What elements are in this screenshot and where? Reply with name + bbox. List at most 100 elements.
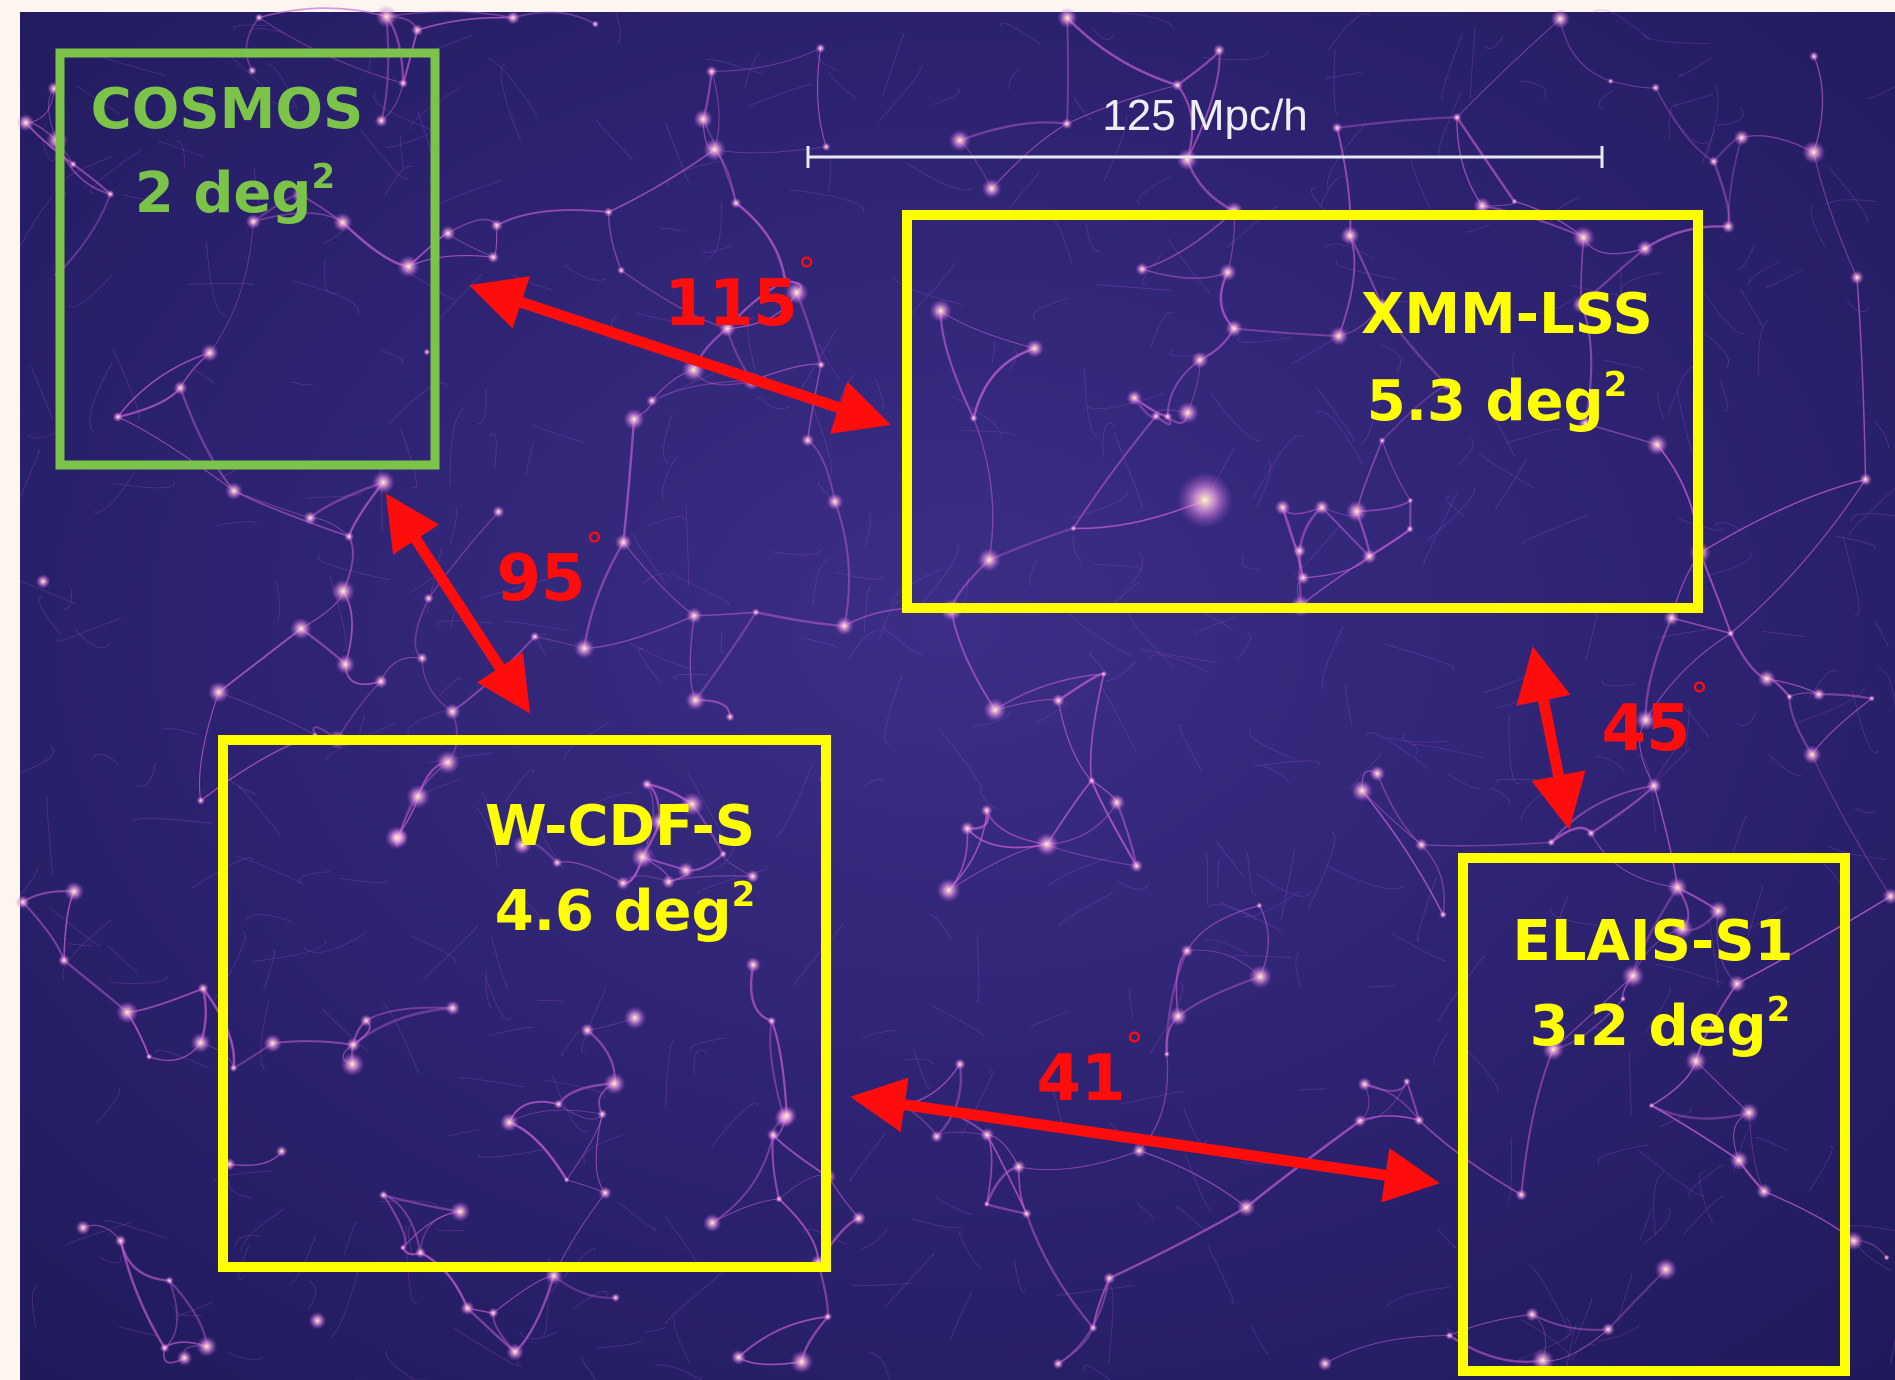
- fine-filament: [228, 1180, 252, 1198]
- fine-filament: [1519, 1329, 1573, 1361]
- halo-node: [1035, 832, 1059, 857]
- fine-filament: [801, 637, 839, 649]
- fine-filament: [1602, 678, 1636, 687]
- halo-node: [1162, 411, 1173, 422]
- filament: [1550, 784, 1655, 843]
- fine-filament: [904, 1058, 935, 1065]
- fine-filament: [1678, 57, 1712, 77]
- filament: [1066, 16, 1178, 87]
- fine-filament: [488, 1026, 535, 1036]
- fine-filament: [593, 791, 635, 806]
- fine-filament: [1740, 289, 1763, 327]
- fine-filament: [1735, 711, 1757, 727]
- fine-filament: [1139, 648, 1217, 663]
- fine-filament: [161, 728, 199, 736]
- halo-node: [603, 207, 614, 218]
- fine-filament: [1445, 495, 1464, 517]
- fine-filament: [1328, 13, 1370, 50]
- fine-filament: [378, 1200, 438, 1209]
- halo-node: [1667, 877, 1688, 898]
- fine-filament: [1008, 67, 1020, 90]
- fine-filament: [155, 1049, 210, 1069]
- halo-node: [680, 792, 704, 817]
- fine-filament: [1561, 1317, 1572, 1341]
- filament: [1730, 479, 1867, 634]
- fine-filament: [458, 1077, 524, 1088]
- fine-filament: [1683, 1196, 1725, 1235]
- fine-filament: [639, 812, 665, 874]
- fine-filament: [703, 245, 732, 253]
- fine-filament: [1215, 841, 1245, 879]
- cosmos-wcdfs-separation: 95°: [496, 526, 603, 616]
- halo-node: [1445, 1331, 1454, 1340]
- fine-filament: [1810, 205, 1826, 247]
- halo-node: [766, 1128, 780, 1142]
- fine-filament: [1029, 558, 1038, 587]
- halo-node: [1671, 917, 1694, 940]
- fine-filament: [1176, 1206, 1206, 1231]
- fine-filament: [1457, 438, 1474, 466]
- halo-node: [1812, 687, 1826, 702]
- halo-node: [114, 1234, 127, 1247]
- halo-node: [16, 113, 35, 132]
- fine-filament: [665, 122, 690, 184]
- wcdfs-elais-separation: 41°: [1036, 1026, 1143, 1116]
- fine-filament: [1359, 393, 1382, 445]
- halo-node: [1654, 1258, 1678, 1281]
- fine-filament: [999, 22, 1041, 45]
- fine-filament: [65, 1221, 133, 1246]
- filament: [1420, 844, 1445, 915]
- fine-filament: [112, 349, 140, 420]
- halo-node: [980, 1127, 995, 1142]
- fine-filament: [1644, 988, 1672, 1034]
- fine-filament: [1385, 1286, 1451, 1307]
- halo-node: [1292, 544, 1307, 558]
- fine-filament: [1238, 632, 1252, 659]
- halo-node: [331, 579, 355, 604]
- fine-filament: [1828, 166, 1869, 222]
- fine-filament: [1047, 856, 1111, 887]
- filament: [245, 17, 260, 72]
- halo-node: [1413, 1114, 1425, 1126]
- fine-filament: [132, 818, 212, 824]
- filament: [1066, 84, 1178, 125]
- filament: [1165, 950, 1189, 1055]
- fine-filament: [1598, 90, 1614, 110]
- halo-node: [1402, 1077, 1411, 1086]
- fine-filament: [1324, 243, 1374, 259]
- fine-filament: [1102, 423, 1115, 458]
- fine-filament: [1083, 369, 1099, 438]
- elais-s1-field-box: [1458, 853, 1850, 1376]
- halo-node: [1868, 695, 1876, 702]
- filament: [1449, 1313, 1533, 1337]
- fine-filament: [573, 1290, 608, 1309]
- fine-filament: [1032, 297, 1069, 320]
- filament: [198, 691, 220, 801]
- fine-filament: [99, 1255, 122, 1264]
- fine-filament: [1130, 553, 1144, 585]
- filament: [1727, 137, 1743, 227]
- fine-filament: [1809, 1146, 1833, 1191]
- halo-node: [1151, 411, 1162, 422]
- halo-node: [106, 189, 115, 199]
- fine-filament: [720, 630, 724, 654]
- filament: [1141, 210, 1235, 270]
- fine-filament: [75, 629, 111, 649]
- fine-filament: [238, 786, 281, 835]
- fine-filament: [1637, 755, 1656, 833]
- fine-filament: [1366, 985, 1396, 989]
- fine-filament: [30, 366, 54, 419]
- fine-filament: [950, 394, 1003, 439]
- filament: [1456, 117, 1483, 207]
- fine-filament: [1321, 626, 1344, 689]
- halo-node: [1571, 295, 1591, 314]
- halo-node: [981, 178, 1002, 199]
- w-cdf-s-name: W-CDF-S: [485, 794, 755, 859]
- fine-filament: [1748, 907, 1788, 928]
- halo-node: [1135, 262, 1149, 276]
- filament: [1655, 87, 1715, 162]
- fine-filament: [1851, 513, 1895, 523]
- fine-filament: [1596, 756, 1625, 772]
- fine-filament: [1737, 246, 1754, 270]
- fine-filament: [1320, 175, 1349, 207]
